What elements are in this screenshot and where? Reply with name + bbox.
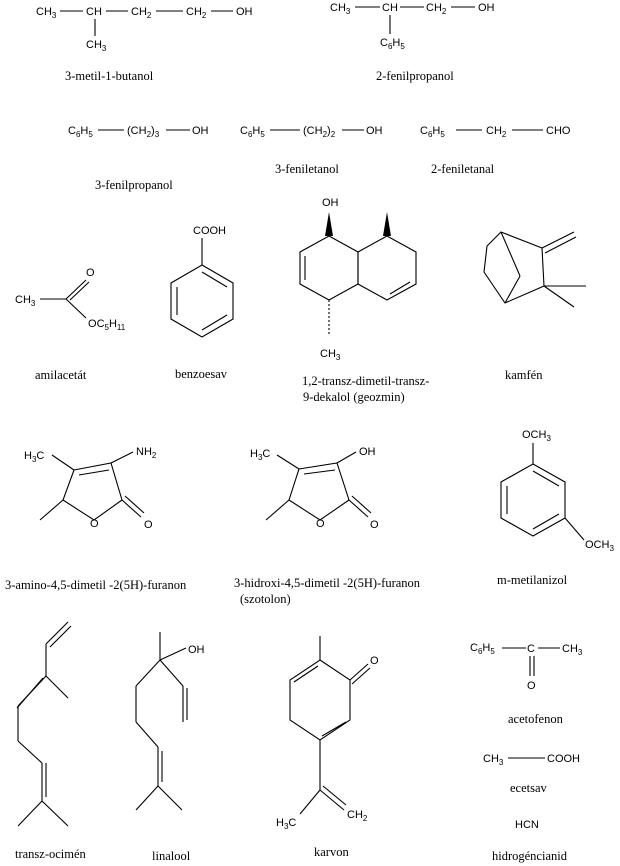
structure-geozmin: OH CH3 <box>299 197 417 362</box>
och3-label: OCH3 <box>585 539 614 553</box>
cho-label: CHO <box>546 125 571 137</box>
structure-3-amino-furanon: H3C NH2 O O <box>24 446 157 531</box>
compound-name-line2: 9-dekalol (geozmin) <box>303 390 405 404</box>
compound-name: 3-fenilpropanol <box>95 178 173 192</box>
oh-label: OH <box>322 197 339 209</box>
ch3-label: CH3 <box>15 294 36 308</box>
structure-2-feniletanal: C6H5 CH2 CHO <box>420 125 571 139</box>
structure-transz-ocimen <box>16 621 72 827</box>
structure-m-metilanizol: OCH3 OCH3 <box>500 429 614 553</box>
oh-label: OH <box>366 125 383 137</box>
ch2-label: CH2 <box>186 6 207 20</box>
structure-linalool: OH <box>135 632 205 811</box>
compound-name: 3-feniletanol <box>275 162 339 176</box>
compound-name: karvon <box>314 845 349 859</box>
ch-label: CH <box>86 6 102 18</box>
ch2-label: CH2 <box>486 125 507 139</box>
h3c-label: H3C <box>276 817 296 831</box>
compound-name: benzoesav <box>175 367 228 381</box>
ch2-chain-label: (CH2)3 <box>127 125 160 139</box>
compound-name-line2: (szotolon) <box>240 592 291 606</box>
c6h5-label: C6H5 <box>240 125 265 139</box>
compound-name: acetofenon <box>508 712 564 726</box>
structure-3-metil-1-butanol: CH3 CH CH2 CH2 OH CH3 <box>36 6 253 53</box>
compound-name-line1: 3-hidroxi-4,5-dimetil -2(5H)-furanon <box>234 576 421 590</box>
compound-name: 2-fenilpropanol <box>376 69 454 83</box>
ch3-label: CH3 <box>320 348 341 362</box>
ch3-label: CH3 <box>330 2 351 16</box>
c6h5-label: C6H5 <box>420 125 445 139</box>
o-label: O <box>316 518 325 530</box>
compound-name: 3-amino-4,5-dimetil -2(5H)-furanon <box>5 578 187 592</box>
oh-label: OH <box>478 2 495 14</box>
ch3-label: CH3 <box>36 6 57 20</box>
ch2-label: CH2 <box>131 6 152 20</box>
structure-karvon: O H3C CH2 <box>276 636 379 831</box>
compound-name: ecetsav <box>510 781 548 795</box>
structure-amilacetat: CH3 O OC5H11 <box>15 267 126 332</box>
compound-name: 3-metil-1-butanol <box>65 69 154 83</box>
compound-name: transz-ocimén <box>15 847 87 861</box>
oh-label: OH <box>359 446 376 458</box>
structure-szotolon: H3C OH O O <box>250 446 379 531</box>
compound-name: 2-feniletanal <box>431 162 495 176</box>
o-label: O <box>90 518 99 530</box>
compound-name: kamfén <box>505 368 543 382</box>
nh2-label: NH2 <box>136 446 157 460</box>
ch2-label: CH2 <box>426 2 447 16</box>
compound-name-line1: 1,2-transz-dimetil-transz- <box>302 374 429 388</box>
ch2-label: CH2 <box>347 809 368 823</box>
oh-label: OH <box>188 644 205 656</box>
c6h5-label: C6H5 <box>68 125 93 139</box>
compound-name: amilacetát <box>35 368 87 382</box>
och3-label: OCH3 <box>522 429 551 443</box>
structure-acetofenon: C6H5 C CH3 O <box>470 642 583 692</box>
structure-ecetsav: CH3 COOH <box>483 753 580 767</box>
o-label: O <box>144 519 153 531</box>
hcn-label: HCN <box>515 819 539 831</box>
structure-3-fenilpropanol: C6H5 (CH2)3 OH <box>68 125 209 139</box>
o-c5h11-label: OC5H11 <box>88 318 126 332</box>
o-label: O <box>527 680 536 692</box>
structure-2-fenilpropanol: CH3 CH CH2 OH C6H5 <box>330 2 495 51</box>
o-label: O <box>370 519 379 531</box>
oh-label: OH <box>236 6 253 18</box>
c6h5-label: C6H5 <box>470 642 495 656</box>
c-label: C <box>527 643 535 655</box>
ch-label: CH <box>382 2 398 14</box>
h3c-label: H3C <box>24 450 44 464</box>
h3c-label: H3C <box>250 448 270 462</box>
oh-label: OH <box>192 125 209 137</box>
structure-3-feniletanol: C6H5 (CH2)2 OH <box>240 125 383 139</box>
ch3-label: CH3 <box>562 643 583 657</box>
compound-name: linalool <box>152 849 191 863</box>
c6h5-label: C6H5 <box>380 37 405 51</box>
compound-name: m-metilanizol <box>497 573 568 587</box>
ch2-chain-label: (CH2)2 <box>303 125 336 139</box>
cooh-label: COOH <box>193 225 226 237</box>
ch3-label: CH3 <box>483 753 504 767</box>
compound-name: hidrogéncianid <box>492 849 568 863</box>
structure-kamfen <box>483 231 586 308</box>
o-label: O <box>370 655 379 667</box>
structure-benzoesav: COOH <box>170 225 234 338</box>
cooh-label: COOH <box>547 753 580 765</box>
ch3-label: CH3 <box>86 39 107 53</box>
o-label: O <box>86 267 95 279</box>
